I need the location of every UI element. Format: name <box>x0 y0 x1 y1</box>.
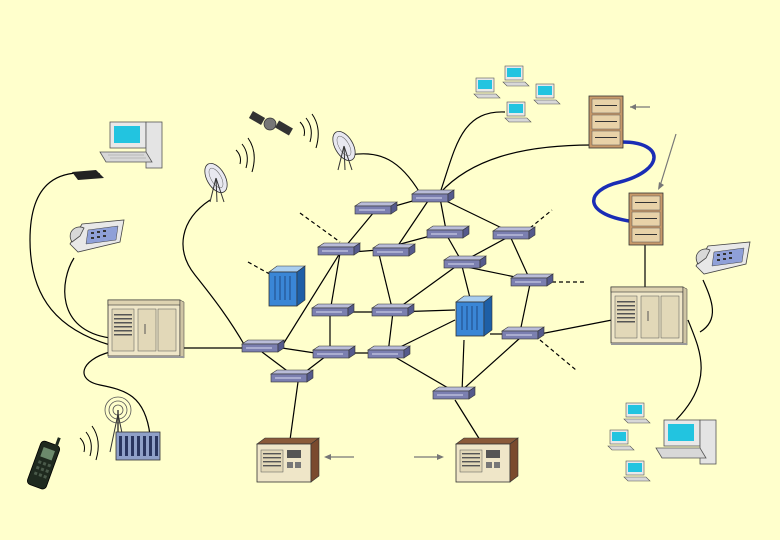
computer-icon <box>502 65 530 87</box>
fiber-link <box>592 140 656 224</box>
server-cabinet-icon <box>107 299 185 359</box>
router-icon <box>432 386 476 400</box>
satellite-icon <box>248 111 293 136</box>
modem-icon <box>72 170 104 180</box>
computer-icon <box>473 77 501 99</box>
computer-icon <box>655 419 717 465</box>
router-icon <box>311 303 355 317</box>
computer-icon <box>533 83 561 105</box>
router-icon <box>317 242 361 256</box>
computer-icon <box>607 429 635 451</box>
satellite-dish-icon <box>327 127 361 171</box>
signal-waves <box>79 113 319 461</box>
router-icon <box>372 243 416 257</box>
router-icon <box>426 225 470 239</box>
router-icon <box>411 189 455 203</box>
computer-icon <box>623 460 651 482</box>
satellite-dish-icon <box>199 159 233 203</box>
computer-icon <box>504 101 532 123</box>
telephone-icon <box>69 219 125 253</box>
server-cabinet-icon <box>610 286 688 346</box>
router-icon <box>270 369 314 383</box>
switch-tower-icon <box>268 265 306 307</box>
terminal-icon <box>455 437 519 483</box>
computer-icon <box>99 121 163 169</box>
router-icon <box>443 255 487 269</box>
switch-tower-icon <box>455 295 493 337</box>
client-computers-bottom <box>607 402 651 482</box>
flow-arrows <box>324 104 677 460</box>
router-icon <box>492 226 536 240</box>
router-icon <box>371 303 415 317</box>
router-icon <box>367 345 411 359</box>
mobile-phone-icon <box>26 437 61 490</box>
multiplexer-rack-icon <box>588 95 624 149</box>
router-icon <box>312 345 356 359</box>
multiplexer-rack-icon <box>628 192 664 246</box>
terminal-icon <box>256 437 320 483</box>
router-icon <box>510 273 554 287</box>
router-icon <box>354 201 398 215</box>
router-icon <box>241 339 285 353</box>
computer-icon <box>623 402 651 424</box>
telephone-icon <box>695 241 751 275</box>
router-icon <box>501 326 545 340</box>
base-station-icon <box>115 431 161 461</box>
